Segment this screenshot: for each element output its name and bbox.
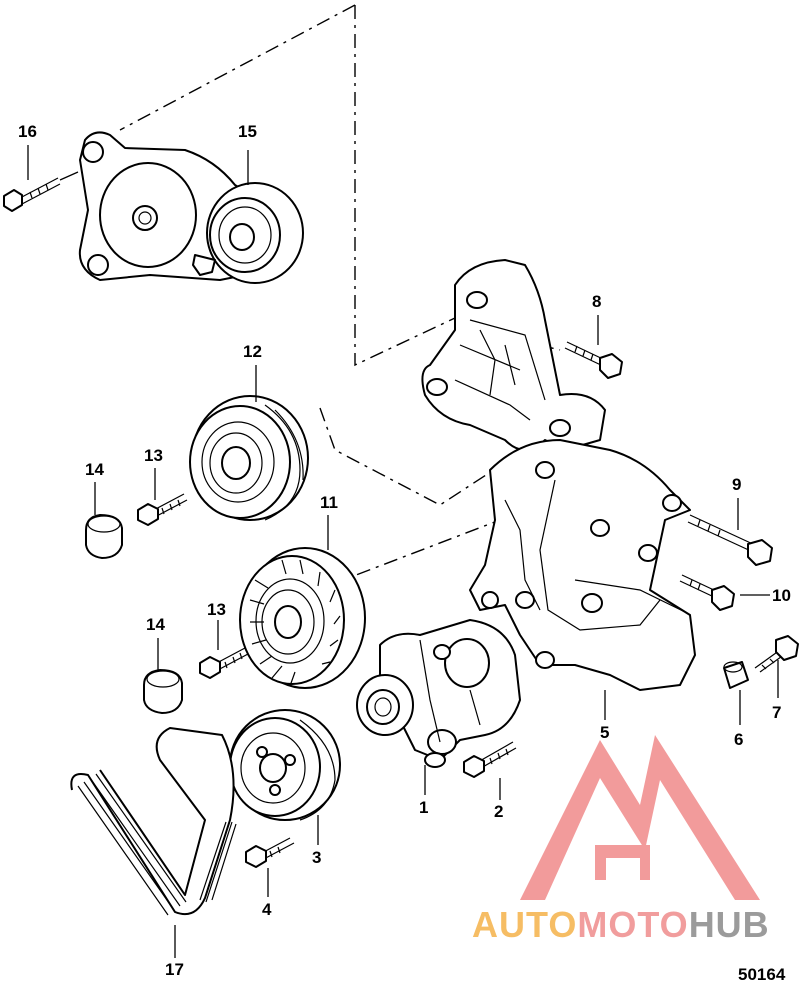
callout-15: 15 [238,122,257,141]
cap-14-lower [143,669,183,714]
power-steering-pump [356,619,521,768]
leader-lines [27,145,779,958]
callout-10: 10 [772,586,791,605]
callout-8: 8 [592,292,601,311]
callout-17: 17 [165,960,184,979]
watermark-auto: AUTO [472,904,577,945]
cap-14-upper [85,514,123,559]
callout-14-lower: 14 [146,615,165,634]
bolt-9 [687,514,773,566]
pulley-3 [229,709,341,821]
callout-2: 2 [494,802,503,821]
bolt-16 [3,171,79,212]
callout-12: 12 [243,342,262,361]
watermark-logo: AUTOMOTOHUB [472,735,770,945]
watermark-logo-mark [520,735,760,900]
serpentine-belt [70,727,237,916]
callout-7: 7 [772,703,781,722]
mounting-bracket [421,259,606,451]
callout-9: 9 [732,475,741,494]
pulley-11 [239,547,366,689]
bolt-10 [679,574,735,611]
bolt-7 [754,635,799,673]
spacer-6 [723,661,749,689]
bolt-4 [245,837,295,868]
watermark-text: AUTOMOTOHUB [472,904,770,945]
callout-1: 1 [419,798,428,817]
bolt-13-upper [137,493,188,526]
callout-13-lower: 13 [207,600,226,619]
watermark-moto: MOTO [577,904,688,945]
bolt-13-lower [199,647,249,679]
callout-11: 11 [320,493,338,512]
callout-6: 6 [734,730,743,749]
callout-13-upper: 13 [144,446,163,465]
reference-number: 50164 [738,965,786,984]
pulley-12 [189,395,309,521]
bolt-8 [564,341,623,379]
watermark-hub: HUB [689,904,770,945]
callout-3: 3 [312,848,321,867]
callout-14-upper: 14 [85,460,104,479]
belt-tensioner [78,131,304,284]
bolt-2 [463,741,517,778]
callout-labels: 16 15 8 12 9 11 13 14 10 13 14 7 5 6 1 2… [18,122,791,979]
callout-5: 5 [600,723,609,742]
main-bracket [469,439,696,691]
callout-16: 16 [18,122,37,141]
callout-4: 4 [262,900,272,919]
